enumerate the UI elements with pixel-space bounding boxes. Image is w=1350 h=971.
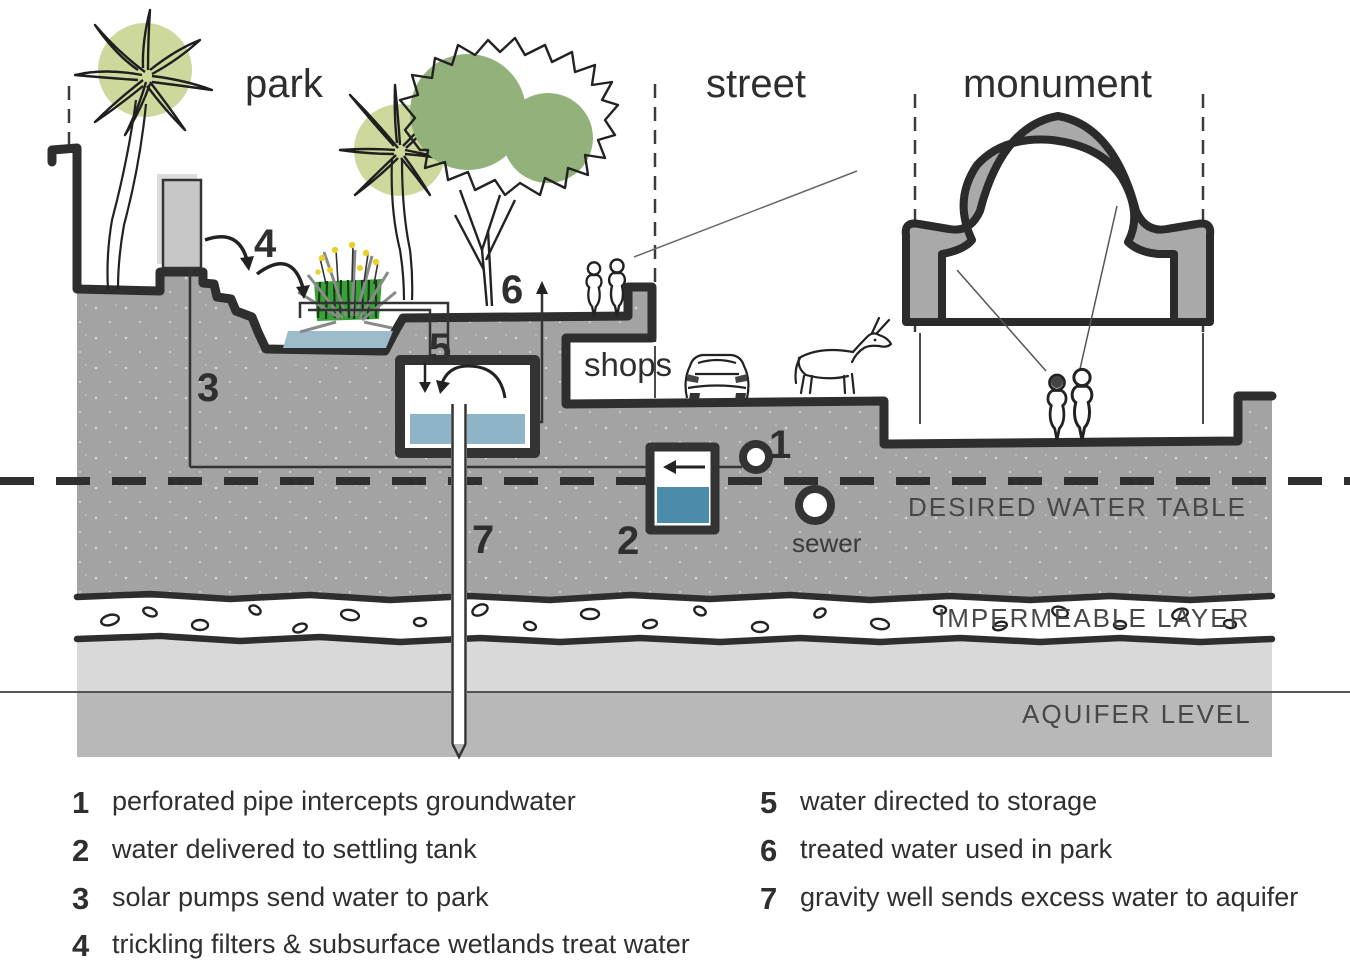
settling-tank — [645, 442, 720, 535]
magnifier-leader-line — [633, 170, 858, 258]
car-icon — [684, 353, 750, 400]
legend-item-3: 3 solar pumps send water to park — [72, 881, 732, 917]
legend-num: 7 — [760, 881, 778, 916]
pedestrians-icon — [585, 258, 627, 318]
wetland-plants — [283, 241, 397, 348]
legend-item-1: 1 perforated pipe intercepts groundwater — [72, 785, 732, 821]
wetland-flowers — [315, 241, 380, 275]
marker-2: 2 — [617, 519, 640, 563]
legend-num: 5 — [760, 785, 778, 820]
pipe-6-arrowhead — [536, 281, 548, 294]
monument-pedestrians-icon — [1046, 367, 1094, 442]
marker-5: 5 — [429, 326, 452, 370]
legend-num: 3 — [72, 881, 90, 916]
zone-label-monument: monument — [963, 62, 1152, 106]
legend-item-2: 2 water delivered to settling tank — [72, 833, 732, 869]
trickling-filter-arrows — [204, 235, 305, 289]
water-table-label: DESIRED WATER TABLE — [908, 492, 1247, 522]
perforated-pipe — [739, 440, 773, 474]
legend-item-6: 6 treated water used in park — [760, 833, 1300, 869]
aquifer-band — [77, 692, 1272, 757]
tree-icon — [398, 36, 620, 307]
marker-6: 6 — [501, 268, 524, 312]
sewer-label: sewer — [792, 528, 862, 558]
legend-text: water directed to storage — [800, 786, 1098, 816]
sewer-pipe — [795, 485, 835, 525]
zone-label-park: park — [245, 62, 323, 106]
marker-7: 7 — [472, 518, 495, 562]
monument-detail-lines — [956, 205, 1118, 372]
marker-1: 1 — [769, 423, 792, 467]
pipe-3-solar-pump-line — [188, 268, 742, 469]
legend-text: trickling filters & subsurface wetlands … — [112, 929, 690, 959]
marker-3: 3 — [197, 366, 220, 410]
legend-num: 6 — [760, 833, 778, 868]
storage-tank — [395, 355, 540, 458]
shops-label: shops — [584, 346, 673, 383]
basin-water — [283, 331, 393, 348]
monument-base-lines — [654, 333, 1204, 424]
between-layer-band — [77, 640, 1272, 692]
ground-surface-outline — [47, 143, 1277, 449]
aquifer-level-label: AQUIFER LEVEL — [1022, 699, 1252, 729]
impermeable-layer-label: IMPERMEABLE LAYER — [938, 603, 1251, 633]
legend-item-4: 4 trickling filters & subsurface wetland… — [72, 928, 732, 964]
marker-4: 4 — [254, 222, 277, 266]
legend-item-5: 5 water directed to storage — [760, 785, 1300, 821]
legend-item-7: 7 gravity well sends excess water to aqu… — [760, 881, 1300, 917]
donkey-icon — [794, 316, 893, 395]
zone-label-street: street — [706, 62, 807, 106]
impermeable-layer-lines — [73, 590, 1276, 646]
legend-num: 1 — [72, 785, 90, 820]
monument-arch — [901, 112, 1215, 372]
palm-tree-icon — [73, 8, 214, 290]
legend-num: 2 — [72, 833, 90, 868]
legend-text: perforated pipe intercepts groundwater — [112, 786, 576, 816]
legend-text: solar pumps send water to park — [112, 882, 489, 912]
legend-num: 4 — [72, 928, 90, 963]
impermeable-pebbles — [100, 603, 1238, 634]
legend-text: gravity well sends excess water to aquif… — [800, 882, 1299, 912]
legend-text: treated water used in park — [800, 834, 1113, 864]
legend-text: water delivered to settling tank — [112, 834, 477, 864]
solar-pump — [157, 174, 203, 270]
gravity-well-pipe — [451, 404, 467, 760]
